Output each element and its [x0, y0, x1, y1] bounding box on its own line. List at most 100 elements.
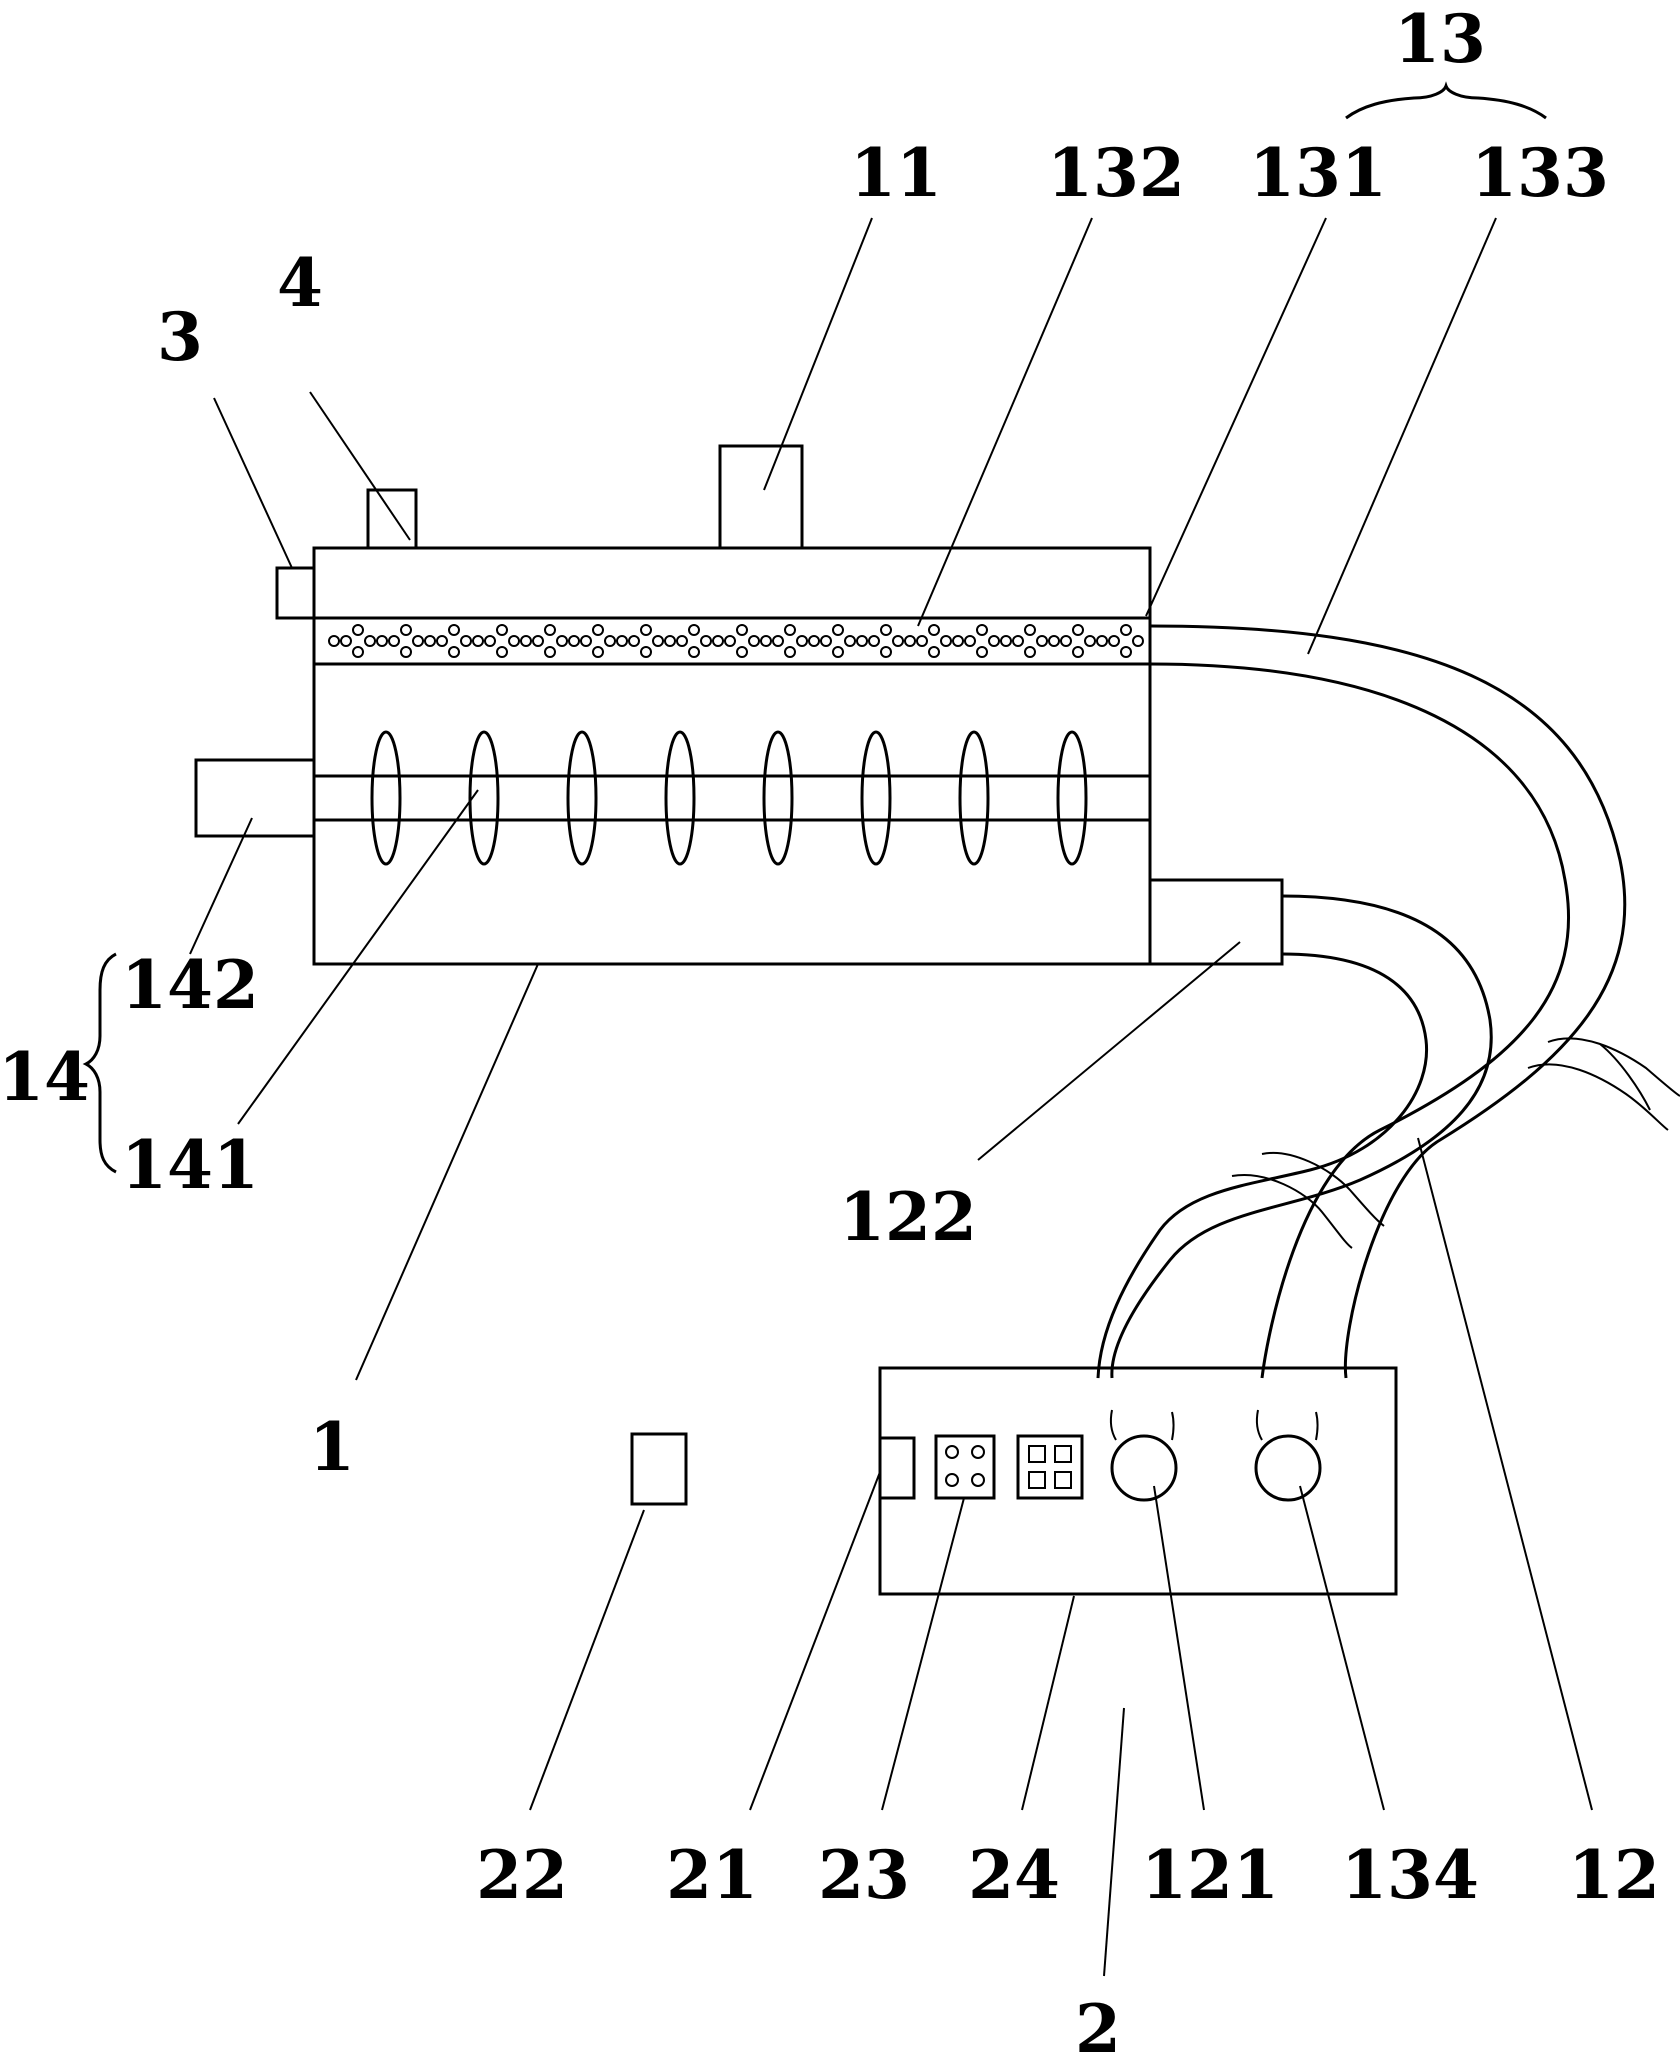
screw-blade	[1056, 730, 1088, 866]
screw-blade	[664, 730, 696, 866]
perforation-hole	[724, 635, 736, 647]
screw-blade	[566, 730, 598, 866]
label-21: 21	[666, 1836, 758, 1914]
perforation-hole	[1036, 635, 1048, 647]
perforation-hole	[940, 635, 952, 647]
perforation-hole	[496, 646, 508, 658]
perforation-hole	[688, 624, 700, 636]
perforation-hole	[496, 624, 508, 636]
perforation-hole	[808, 635, 820, 647]
perforation-hole	[424, 635, 436, 647]
perforation-hole	[988, 635, 1000, 647]
outlet-122	[1148, 878, 1284, 966]
switch-21	[878, 1436, 916, 1500]
main-housing	[312, 546, 1152, 966]
label-22: 22	[476, 1836, 568, 1914]
perforation-hole	[352, 646, 364, 658]
perforated-band	[328, 624, 1144, 658]
perforation-hole	[520, 635, 532, 647]
hose-12	[1096, 894, 1493, 1379]
label-122: 122	[839, 1178, 977, 1256]
perforation-hole	[712, 635, 724, 647]
perforation-hole	[1060, 635, 1072, 647]
perforation-hole	[1120, 624, 1132, 636]
perforation-hole	[640, 624, 652, 636]
perforation-hole	[544, 646, 556, 658]
perforation-hole	[460, 635, 472, 647]
perforation-hole	[928, 646, 940, 658]
perforation-hole	[616, 635, 628, 647]
label-121: 121	[1141, 1836, 1279, 1914]
label-1: 1	[309, 1408, 355, 1486]
perforation-hole	[784, 624, 796, 636]
perforation-hole	[676, 635, 688, 647]
perforation-hole	[484, 635, 496, 647]
perforation-hole	[964, 635, 976, 647]
perforation-hole	[1084, 635, 1096, 647]
perforation-hole	[892, 635, 904, 647]
label-3: 3	[157, 298, 203, 376]
label-13: 13	[1394, 0, 1486, 78]
motor-142	[194, 758, 316, 838]
perforation-hole	[1072, 646, 1084, 658]
display-panel	[1016, 1434, 1084, 1500]
perforation-hole	[844, 635, 856, 647]
perforation-hole	[832, 624, 844, 636]
perforation-hole	[376, 635, 388, 647]
label-14: 14	[0, 1038, 90, 1116]
perforation-hole	[472, 635, 484, 647]
screw-blade	[860, 730, 892, 866]
remote-22	[630, 1432, 688, 1506]
perforation-hole	[1108, 635, 1120, 647]
perforation-hole	[580, 635, 592, 647]
perforation-hole	[916, 635, 928, 647]
perforation-hole	[592, 624, 604, 636]
brace-14	[82, 952, 117, 1174]
perforation-hole	[880, 646, 892, 658]
perforation-hole	[436, 635, 448, 647]
perforation-hole	[532, 635, 544, 647]
port-134	[1254, 1434, 1322, 1502]
perforation-hole	[1012, 635, 1024, 647]
screw-blade	[370, 730, 402, 866]
perforation-hole	[736, 646, 748, 658]
control-box	[878, 1366, 1398, 1596]
perforation-hole	[364, 635, 376, 647]
perforation-hole	[352, 624, 364, 636]
perforation-hole	[640, 646, 652, 658]
perforation-hole	[1024, 646, 1036, 658]
label-23: 23	[818, 1836, 910, 1914]
label-141: 141	[121, 1126, 259, 1204]
perforation-hole	[604, 635, 616, 647]
perforation-hole	[400, 624, 412, 636]
perforation-hole	[700, 635, 712, 647]
perforation-hole	[544, 624, 556, 636]
perforation-hole	[820, 635, 832, 647]
label-12: 12	[1568, 1836, 1660, 1914]
label-4: 4	[277, 244, 323, 322]
perforation-hole	[1024, 624, 1036, 636]
leader-lines	[189, 217, 1593, 1977]
screw-blades	[314, 730, 1150, 866]
perforation-hole	[448, 646, 460, 658]
screw-blade	[762, 730, 794, 866]
perforation-hole	[400, 646, 412, 658]
perforation-hole	[328, 635, 340, 647]
port-11	[718, 444, 804, 550]
perforation-hole	[856, 635, 868, 647]
perforation-hole	[784, 646, 796, 658]
port-121	[1110, 1434, 1178, 1502]
perforation-hole	[1072, 624, 1084, 636]
label-134: 134	[1341, 1836, 1479, 1914]
perforation-hole	[796, 635, 808, 647]
perforation-hole	[448, 624, 460, 636]
indicator-23	[934, 1434, 996, 1500]
perforation-hole	[976, 646, 988, 658]
screw-shaft	[314, 774, 1150, 822]
label-2: 2	[1075, 1990, 1121, 2064]
perforation-hole	[556, 635, 568, 647]
perforation-hole	[952, 635, 964, 647]
perforation-hole	[664, 635, 676, 647]
perforation-hole	[412, 635, 424, 647]
